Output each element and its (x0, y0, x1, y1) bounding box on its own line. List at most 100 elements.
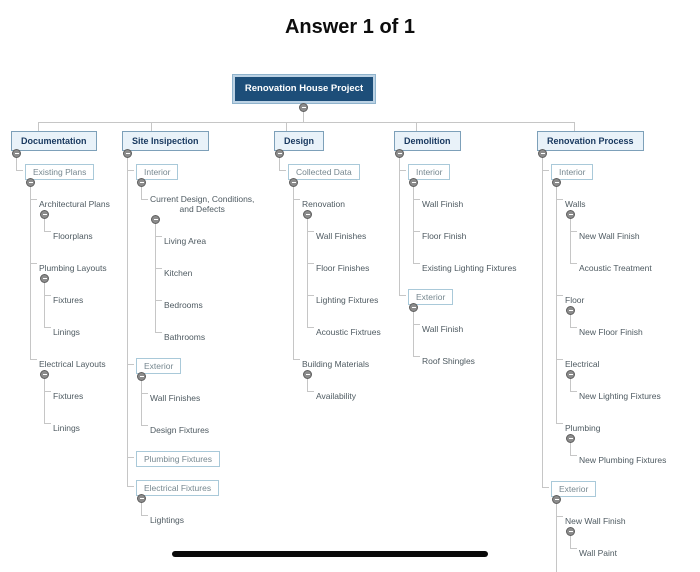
topic-label[interactable]: Fixtures (53, 391, 84, 401)
collapse-icon[interactable] (395, 149, 404, 158)
collapse-icon[interactable] (40, 210, 49, 219)
collapse-icon[interactable] (137, 372, 146, 381)
topic-label[interactable]: Wall Finish (422, 199, 464, 209)
topic-box[interactable]: Existing Plans (25, 164, 95, 180)
mindmap-node: New Lighting Fixtures (570, 372, 666, 404)
collapse-icon[interactable] (40, 370, 49, 379)
collapse-icon[interactable] (566, 370, 575, 379)
topic-label[interactable]: Fixtures (53, 295, 84, 305)
connector-line (151, 122, 152, 131)
topic-label[interactable]: Building Materials (302, 359, 370, 369)
topic-box[interactable]: Exterior (136, 358, 182, 374)
connector-line (574, 122, 575, 131)
topic-box[interactable]: Interior (551, 164, 594, 180)
collapse-icon[interactable] (137, 494, 146, 503)
topic-label[interactable]: Lightings (150, 515, 185, 525)
topic-label[interactable]: Roof Shingles (422, 356, 475, 366)
topic-label[interactable]: Linings (53, 327, 80, 337)
topic-label[interactable]: Availability (316, 391, 357, 401)
topic-label[interactable]: Linings (53, 423, 80, 433)
topic-box[interactable]: Plumbing Fixtures (136, 451, 221, 467)
branch-header[interactable]: Demolition (394, 131, 461, 151)
topic-label[interactable]: Wall Finish (422, 324, 464, 334)
topic-label[interactable]: Floor (565, 295, 585, 305)
topic-label[interactable]: Acoustic Treatment (579, 263, 652, 273)
topic-label[interactable]: Walls (565, 199, 586, 209)
branch-header[interactable]: Design (274, 131, 325, 151)
collapse-icon[interactable] (151, 215, 160, 224)
topic-label[interactable]: Electrical (565, 359, 600, 369)
topic-label[interactable]: New Lighting Fixtures (579, 391, 661, 401)
collapse-icon[interactable] (137, 178, 146, 187)
branch-header[interactable]: Renovation Process (537, 131, 644, 151)
topic-label[interactable]: New Floor Finish (579, 327, 643, 337)
collapse-icon[interactable] (303, 210, 312, 219)
topic-label[interactable]: Plumbing Layouts (39, 263, 107, 273)
branch-header[interactable]: Documentation (11, 131, 97, 151)
topic-label[interactable]: Acoustic Fixtrues (316, 327, 381, 337)
topic-label[interactable]: New Plumbing Fixtures (579, 455, 667, 465)
mindmap-node: Bedrooms (155, 281, 254, 313)
collapse-icon[interactable] (566, 210, 575, 219)
collapse-icon[interactable] (299, 103, 308, 112)
mindmap-node: Wall Paint (570, 529, 666, 561)
connector-line (38, 122, 39, 131)
topic-label[interactable]: Bathrooms (164, 332, 206, 342)
topic-label[interactable]: Kitchen (164, 268, 193, 278)
topic-label[interactable]: Lighting Fixtures (316, 295, 379, 305)
topic-label[interactable]: Existing Lighting Fixtures (422, 263, 517, 273)
topic-label[interactable]: Floor Finish (422, 231, 467, 241)
collapse-icon[interactable] (566, 434, 575, 443)
collapse-icon[interactable] (552, 178, 561, 187)
collapse-icon[interactable] (566, 527, 575, 536)
collapse-icon[interactable] (26, 178, 35, 187)
topic-label[interactable]: Wall Finishes (150, 393, 201, 403)
mindmap-node: New Plumbing Fixtures (570, 436, 666, 468)
topic-label[interactable]: New Wall Finish (579, 231, 640, 241)
topic-box[interactable]: Electrical Fixtures (136, 480, 220, 496)
collapse-icon[interactable] (409, 303, 418, 312)
collapse-icon[interactable] (123, 149, 132, 158)
collapse-icon[interactable] (566, 306, 575, 315)
topic-label[interactable]: Floor Finishes (316, 263, 370, 273)
topic-label[interactable]: Bedrooms (164, 300, 203, 310)
topic-label[interactable]: Wall Paint (579, 548, 617, 558)
collapse-icon[interactable] (275, 149, 284, 158)
home-indicator-bar[interactable] (172, 551, 488, 557)
topic-label[interactable]: Electrical Layouts (39, 359, 106, 369)
topic-label[interactable]: Architectural Plans (39, 199, 110, 209)
collapse-icon[interactable] (289, 178, 298, 187)
mindmap-node: Acoustic Treatment (570, 244, 666, 276)
topic-label[interactable]: Plumbing (565, 423, 601, 433)
topic-label[interactable]: New Wall Finish (565, 516, 626, 526)
branch-header[interactable]: Site Insipection (122, 131, 209, 151)
connector-line (303, 111, 304, 122)
collapse-icon[interactable] (303, 370, 312, 379)
topic-box[interactable]: Exterior (408, 289, 454, 305)
topic-label[interactable]: Wall Finishes (316, 231, 367, 241)
mindmap-node: Wall Finish (413, 180, 517, 212)
collapse-icon[interactable] (552, 495, 561, 504)
root-node[interactable]: Renovation House Project (232, 74, 376, 104)
topic-box[interactable]: Collected Data (288, 164, 360, 180)
collapse-icon[interactable] (40, 274, 49, 283)
topic-box[interactable]: Interior (136, 164, 179, 180)
collapse-icon[interactable] (409, 178, 418, 187)
topic-box[interactable]: Interior (408, 164, 451, 180)
collapse-icon[interactable] (538, 149, 547, 158)
topic-label[interactable]: Living Area (164, 236, 207, 246)
mindmap-node: New Wall Finish (570, 212, 666, 244)
topic-label[interactable]: Design Fixtures (150, 425, 210, 435)
collapse-icon[interactable] (12, 149, 21, 158)
topic-label[interactable]: Renovation (302, 199, 346, 209)
topic-label[interactable]: Current Design, Conditions, and Defects (150, 194, 255, 214)
topic-label[interactable]: Floorplans (53, 231, 93, 241)
topic-box[interactable]: Exterior (551, 481, 597, 497)
